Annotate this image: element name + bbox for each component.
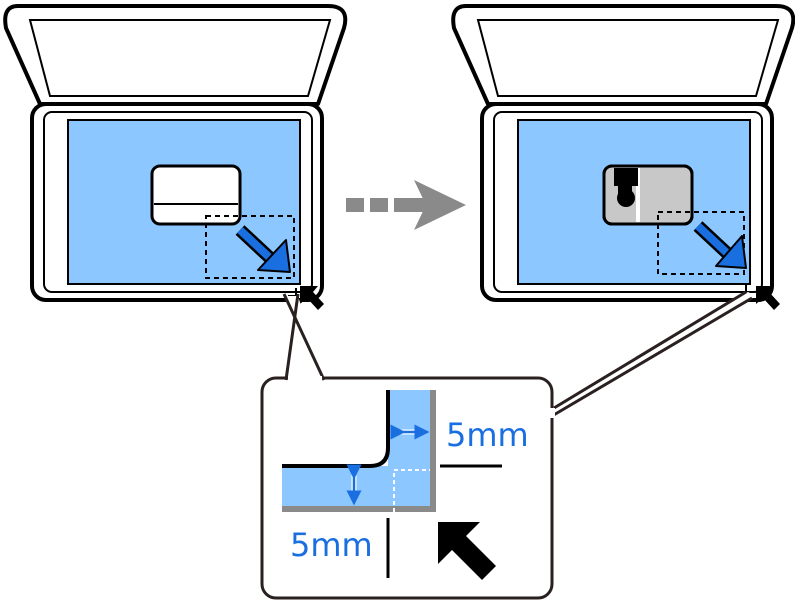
- scanner-lid-left: [3, 4, 348, 106]
- margin-bottom-label: 5mm: [290, 526, 373, 564]
- zoom-callout: 5mm 5mm: [260, 290, 756, 600]
- scanner-right: [451, 4, 795, 310]
- scanner-left: [3, 4, 348, 310]
- margin-right-label: 5mm: [446, 416, 529, 454]
- corner-pointer-arrow-icon: [756, 286, 780, 310]
- corner-pointer-arrow-icon: [438, 522, 496, 580]
- card-photo-silhouette: [614, 168, 638, 207]
- target-zone-right: [657, 211, 745, 275]
- diagonal-down-right-arrow-icon: [235, 225, 291, 273]
- scanner-lid-right: [451, 4, 795, 106]
- document-corner-edge: [282, 390, 390, 468]
- target-zone-left: [205, 215, 295, 279]
- diagonal-down-right-arrow-icon: [693, 221, 747, 269]
- card-front: [150, 164, 242, 226]
- corner-pointer-arrow-icon: [300, 286, 324, 310]
- dashed-right-arrow-icon: [346, 180, 466, 230]
